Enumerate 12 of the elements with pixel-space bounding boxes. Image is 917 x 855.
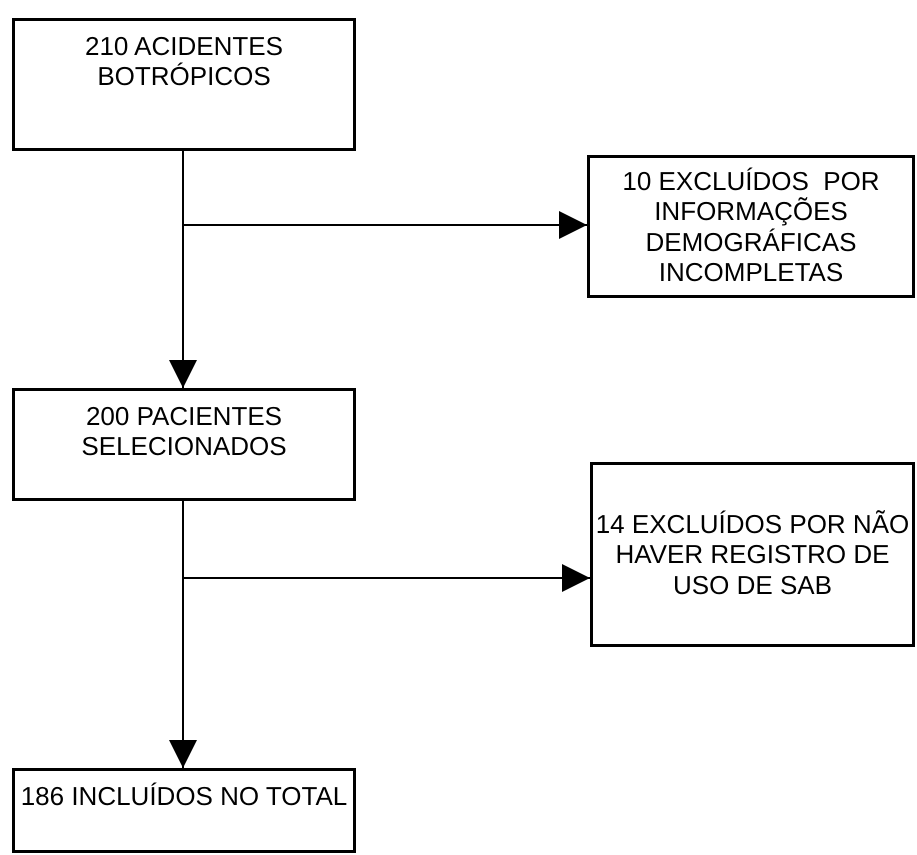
box-label: 10 EXCLUÍDOS POR INFORMAÇÕES DEMOGRÁFICAS INCOMPLETAS (621, 166, 881, 288)
process-box (12, 768, 356, 853)
process-box (590, 462, 915, 647)
box-label: 186 INCLUÍDOS NO TOTAL (20, 781, 348, 812)
arrow (169, 151, 197, 388)
box-label: 210 ACIDENTES BOTRÓPICOS (84, 31, 284, 92)
process-box (12, 388, 356, 501)
process-box (12, 18, 356, 151)
arrow (169, 501, 197, 768)
box-label: 14 EXCLUÍDOS POR NÃO HAVER REGISTRO DE USO DE SAB (594, 508, 910, 600)
box-label: 200 PACIENTES SELECIONADOS (80, 401, 288, 462)
process-box (587, 155, 915, 298)
